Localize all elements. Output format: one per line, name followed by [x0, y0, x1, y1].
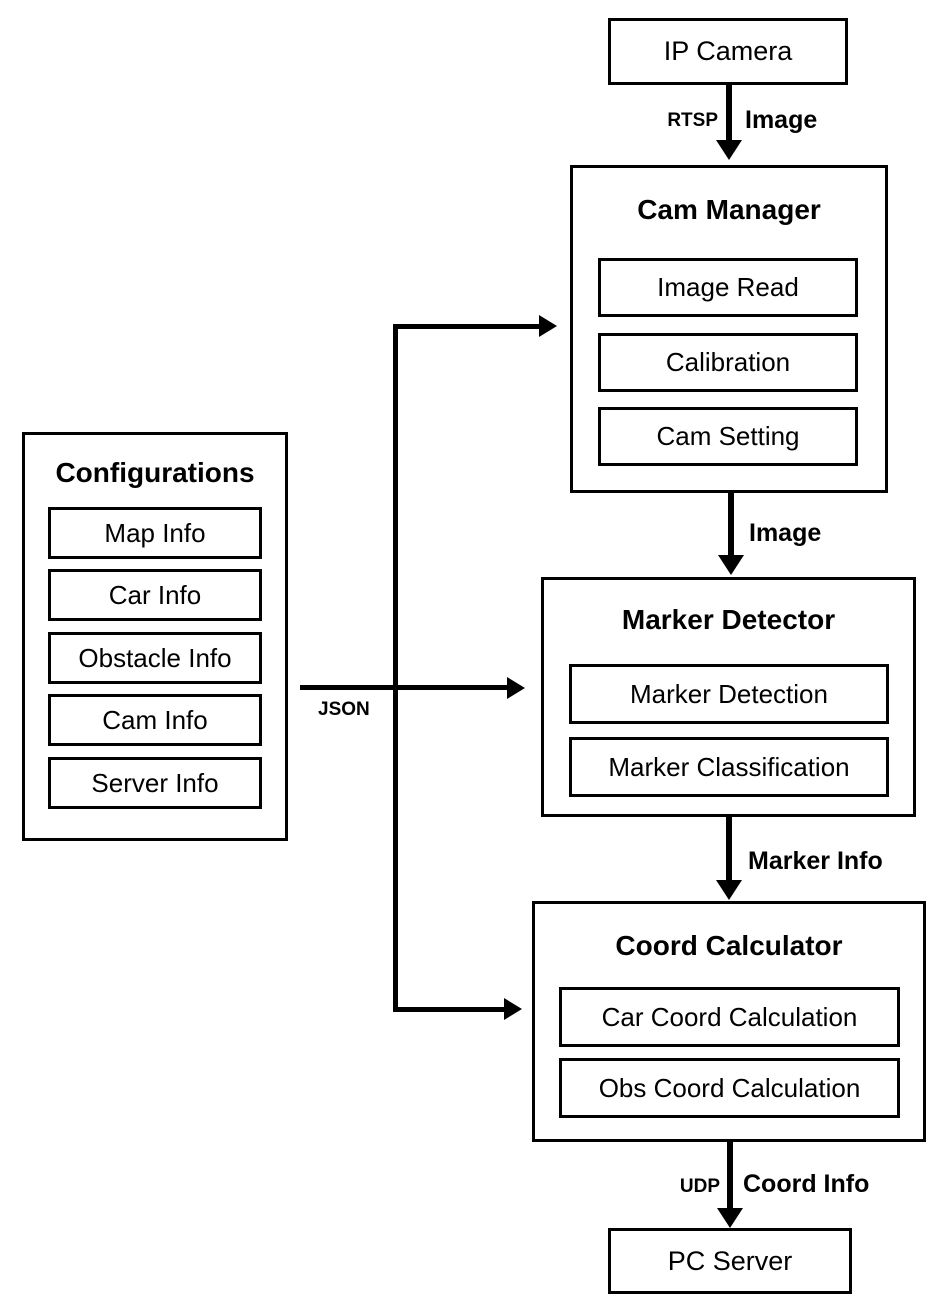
marker-detector-item-label: Marker Classification: [608, 751, 850, 782]
label-udp: UDP: [679, 1176, 720, 1197]
configurations-item-label: Car Info: [108, 579, 202, 610]
cam-manager-item-calibration: Calibration: [598, 333, 858, 392]
json-connector-bottom-head-icon: [504, 998, 522, 1020]
configurations-title: Configurations: [55, 457, 255, 488]
arrow-calculator-to-server-head-icon: [717, 1208, 743, 1228]
marker-detector-item-classification: Marker Classification: [569, 737, 889, 797]
json-connector-bottom-line: [393, 1007, 504, 1012]
configurations-item-cam-info: Cam Info: [48, 694, 262, 746]
configurations-item-server-info: Server Info: [48, 757, 262, 809]
configurations-item-label: Cam Info: [102, 704, 208, 735]
configurations-item-label: Map Info: [104, 517, 206, 548]
label-image-2: Image: [749, 519, 822, 547]
cam-manager-title: Cam Manager: [637, 194, 821, 225]
arrow-manager-to-detector-shaft: [728, 493, 734, 555]
coord-calculator-item-label: Obs Coord Calculation: [598, 1072, 861, 1103]
cam-manager-item-label: Image Read: [657, 272, 799, 302]
cam-manager-item-cam-setting: Cam Setting: [598, 407, 858, 466]
configurations-item-car-info: Car Info: [48, 569, 262, 621]
configurations-item-obstacle-info: Obstacle Info: [48, 632, 262, 684]
node-ip-camera-label: IP Camera: [663, 36, 793, 66]
coord-calculator-item-car: Car Coord Calculation: [559, 987, 900, 1047]
cam-manager-item-label: Cam Setting: [656, 421, 800, 451]
marker-detector-item-detection: Marker Detection: [569, 664, 889, 724]
arrow-camera-to-manager-head-icon: [716, 140, 742, 160]
label-coord-info: Coord Info: [743, 1170, 870, 1198]
arrow-manager-to-detector-head-icon: [718, 555, 744, 575]
cam-manager-item-image-read: Image Read: [598, 258, 858, 317]
node-ip-camera: IP Camera: [608, 18, 848, 85]
node-pc-server-label: PC Server: [667, 1245, 793, 1276]
label-image-1: Image: [745, 106, 818, 134]
marker-detector-item-label: Marker Detection: [630, 678, 828, 709]
coord-calculator-item-obs: Obs Coord Calculation: [559, 1058, 900, 1118]
json-connector-top-line: [393, 324, 539, 329]
coord-calculator-item-label: Car Coord Calculation: [601, 1001, 858, 1032]
json-connector-middle-line: [300, 685, 507, 690]
arrow-detector-to-calculator-shaft: [726, 817, 732, 880]
cam-manager-item-label: Calibration: [665, 347, 791, 377]
coord-calculator-title: Coord Calculator: [615, 930, 843, 961]
json-connector-trunk-line: [393, 324, 398, 1012]
label-marker-info: Marker Info: [748, 847, 883, 875]
arrow-camera-to-manager-shaft: [726, 85, 732, 140]
arrow-calculator-to-server-shaft: [727, 1142, 733, 1208]
label-json: JSON: [318, 699, 370, 720]
configurations-item-label: Obstacle Info: [78, 642, 232, 673]
label-rtsp: RTSP: [667, 110, 718, 131]
arrow-detector-to-calculator-head-icon: [716, 880, 742, 900]
json-connector-top-head-icon: [539, 315, 557, 337]
configurations-item-map-info: Map Info: [48, 507, 262, 559]
configurations-item-label: Server Info: [91, 767, 219, 798]
json-connector-middle-head-icon: [507, 677, 525, 699]
node-pc-server: PC Server: [608, 1228, 852, 1294]
marker-detector-title: Marker Detector: [621, 604, 836, 635]
